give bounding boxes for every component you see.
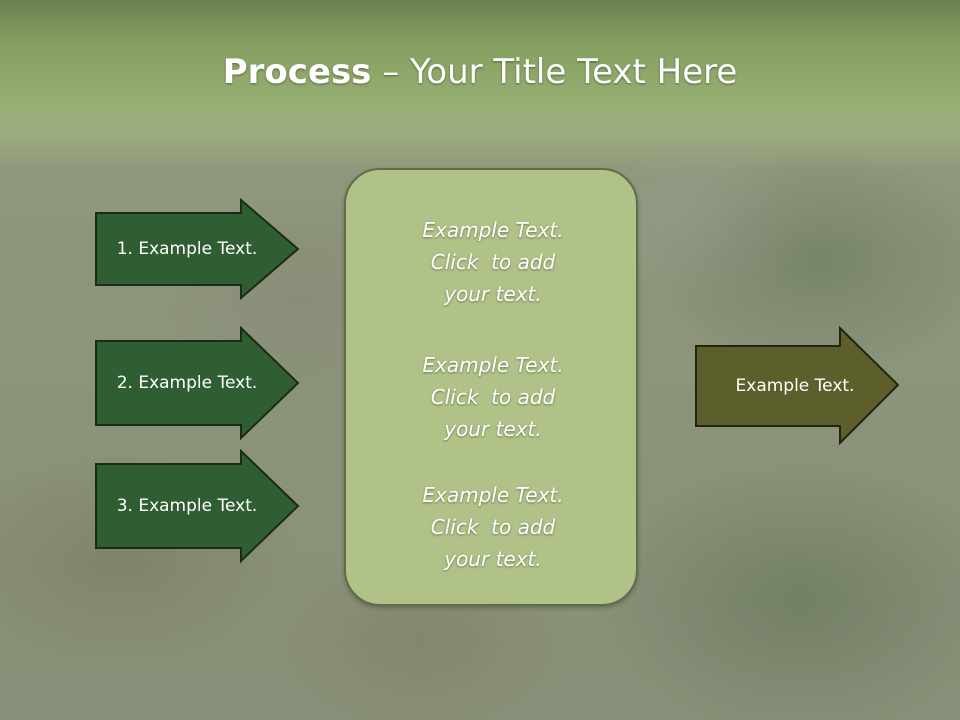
title-rest: – Your Title Text Here [371,52,738,92]
block-line: Example Text. [422,218,564,242]
step-arrow-1[interactable]: 1. Example Text. [95,197,300,301]
block-line: your text. [444,547,542,571]
output-arrow[interactable]: Example Text. [695,325,900,446]
block-line: your text. [444,417,542,441]
arrow-right-icon [95,197,300,301]
step-arrow-2[interactable]: 2. Example Text. [95,325,300,441]
slide-title[interactable]: Process – Your Title Text Here [0,52,960,92]
block-line: Click to add [430,385,556,409]
center-text-block-1: Example Text. Click to add your text. [346,214,640,310]
block-line: your text. [444,282,542,306]
arrow-right-icon [695,325,900,446]
block-line: Example Text. [422,483,564,507]
center-text-block-3: Example Text. Click to add your text. [346,479,640,575]
arrow-right-icon [95,325,300,441]
step-label: 3. Example Text. [116,496,258,516]
title-band [0,0,960,170]
step-arrow-3[interactable]: 3. Example Text. [95,448,300,564]
center-text-box[interactable]: Example Text. Click to add your text. Ex… [344,168,638,606]
title-bold: Process [222,52,372,92]
block-line: Example Text. [422,353,564,377]
arrow-right-icon [95,448,300,564]
step-label: 2. Example Text. [116,373,258,393]
block-line: Click to add [430,250,556,274]
step-label: 1. Example Text. [116,239,258,259]
center-text-block-2: Example Text. Click to add your text. [346,349,640,445]
block-line: Click to add [430,515,556,539]
output-label: Example Text. [735,376,855,396]
